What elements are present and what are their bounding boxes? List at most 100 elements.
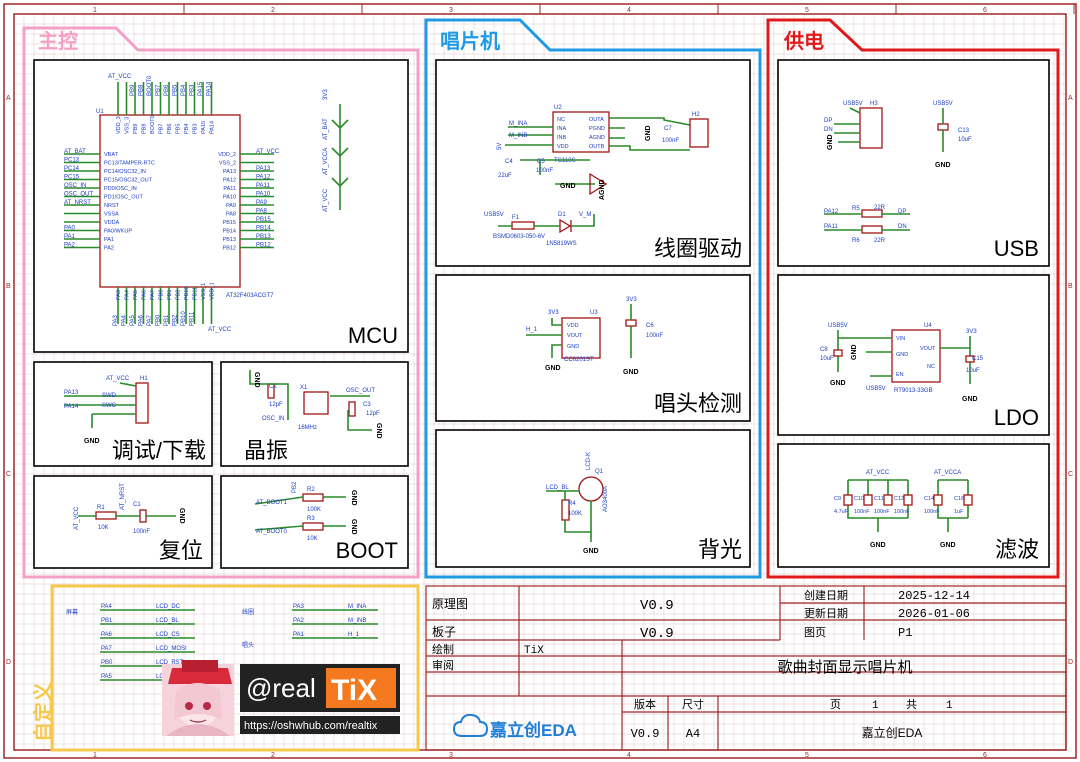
group-title-custom: 自定义 [31,682,55,742]
svg-text:3V3: 3V3 [966,329,977,335]
svg-text:屏幕: 屏幕 [66,608,78,616]
svg-text:X1: X1 [300,385,308,391]
svg-text:EN: EN [896,372,904,378]
mcu-net-label: PC14 [64,166,80,172]
svg-text:USB5V: USB5V [866,386,886,392]
mcu-pin-label: PA8 [226,212,236,218]
svg-text:PA11: PA11 [824,224,838,230]
custom-net-name: LCD_CS [156,632,180,638]
svg-text:GND: GND [645,125,652,141]
filter-capacitor [883,494,893,506]
svg-text:2026-01-06: 2026-01-06 [898,607,970,621]
svg-text:GND: GND [178,508,185,524]
head-detect-u3: U3 VDD VOUT GND CC6201ST 3V3 H_1 GND 3V3… [526,297,663,376]
brand-url[interactable]: https://oshwhub.com/realtix [244,720,378,732]
svg-text:GND: GND [896,352,908,358]
svg-text:10uF: 10uF [958,137,972,143]
mcu-pin-label: VSS_2 [219,161,236,167]
svg-text:AT_VCC: AT_VCC [323,188,329,212]
svg-text:M_INB: M_INB [509,133,527,139]
mcu-pin-label: PB1 [167,290,173,300]
svg-text:AT_BOOT1: AT_BOOT1 [256,500,288,506]
svg-text:12pF: 12pF [366,411,380,417]
mcu-net-label: PB1 [164,314,170,326]
boot-circuit: R2 100K R3 10K AT_BOOT1 AT_BOOT0 PB2 GND… [254,481,357,542]
mcu-pin-label: PB6 [167,124,173,134]
panel-filter [777,443,1050,568]
mcu-pin-label: PA5 [133,290,139,300]
svg-text:H_1: H_1 [526,327,538,333]
svg-text:AT_VCC: AT_VCC [208,327,232,333]
filter-cap-value: 100nF [894,509,910,515]
svg-text:GND: GND [583,548,599,555]
mcu-net-label: AT_VCC [256,149,280,155]
svg-text:C2: C2 [269,384,277,390]
svg-text:PGND: PGND [589,126,605,132]
col-tick-top: 1 [93,7,97,14]
filter-cap-value: 1uF [954,509,964,515]
mcu-net-label: PB0 [156,314,162,326]
mcu-pin-label: PC13/TAMPER-RTC [104,161,155,167]
col-tick-top: 4 [627,7,631,14]
svg-text:100K: 100K [307,507,321,513]
svg-text:H1: H1 [140,376,148,382]
svg-text:3V3: 3V3 [323,89,329,100]
mcu-pin-label: PA14 [210,121,216,134]
svg-text:AT_VCCA: AT_VCCA [934,470,961,476]
svg-text:尺寸: 尺寸 [682,697,704,711]
debug-h1: H1 AT_VCC PA13 PA14 SWD SWC GND [64,376,149,445]
group-player: 唱片机 线圈驱动 唱头检测 背光 U2 TC118S NC INA INB VD… [424,18,762,579]
svg-text:图页: 图页 [804,626,826,639]
svg-text:100K: 100K [568,511,582,517]
svg-text:12pF: 12pF [269,402,283,408]
mcu-pin-label: PB8 [142,124,148,134]
svg-text:GND: GND [567,344,579,350]
mcu-net-label: PC15 [64,175,80,181]
svg-text:版本: 版本 [634,697,656,711]
svg-text:USB5V: USB5V [484,212,504,218]
mcu-net-label: PB7 [156,84,162,96]
mcu-pin-label: PA2 [104,246,114,252]
svg-text:AT_BOOT0: AT_BOOT0 [256,529,288,535]
title-block [425,585,1067,751]
mcu-pin-label: PD0/OSC_IN [104,186,137,192]
svg-text:VOUT: VOUT [920,346,936,352]
mcu-net-label: PB12 [256,243,271,249]
svg-text:NC: NC [927,364,935,370]
svg-text:USB5V: USB5V [933,101,953,107]
mcu-net-label: PC13 [64,158,80,164]
mcu-net-label: PA1 [64,234,76,240]
svg-text:R6: R6 [852,238,860,244]
svg-text:板子: 板子 [432,625,456,639]
mcu-net-label: OSC_OUT [64,192,93,198]
svg-text:OUTB: OUTB [589,144,605,150]
svg-text:GND: GND [940,542,956,549]
custom-net-name: LCD_MOSI [156,646,187,652]
row-tick-right: C [1068,471,1073,478]
group-main: 主控 MCU 调试/下载 晶振 复位 BOOT U1 AT32F403ACGT7… [22,26,420,579]
mcu-net-label: PB8 [139,84,145,96]
svg-text:AT_VCCA: AT_VCCA [323,148,329,175]
svg-text:嘉立创EDA: 嘉立创EDA [862,725,923,740]
svg-text:SWC: SWC [102,403,117,409]
group-power: 供电 USB LDO 滤波 H3 USB5V DP DN GND USB5V C… [766,18,1060,579]
svg-text:C13: C13 [958,128,970,134]
mcu-pin-label: PB2 [176,290,182,300]
svg-text:唱头: 唱头 [242,641,254,649]
svg-text:1: 1 [946,700,953,712]
panel-label-debug: 调试/下载 [112,438,206,463]
svg-text:AT_BAT: AT_BAT [323,118,329,140]
mcu-net-label: OSC_IN [64,183,86,189]
filter-capacitor [863,494,873,506]
mcu-pin-label: PC15/OSC32_OUT [104,178,153,184]
mcu-net-label: PB3 [190,84,196,96]
mcu-pin-label: PB7 [159,124,165,134]
svg-text:AT_VCC: AT_VCC [74,506,80,530]
panel-label-filter: 滤波 [995,537,1039,562]
filter-cap-ref: C16 [954,496,964,502]
group-title-player: 唱片机 [440,29,500,53]
svg-text:5V: 5V [497,143,503,150]
filter-cap-value: 100nF [854,509,870,515]
mcu-pin-label: PA3 [116,290,122,300]
